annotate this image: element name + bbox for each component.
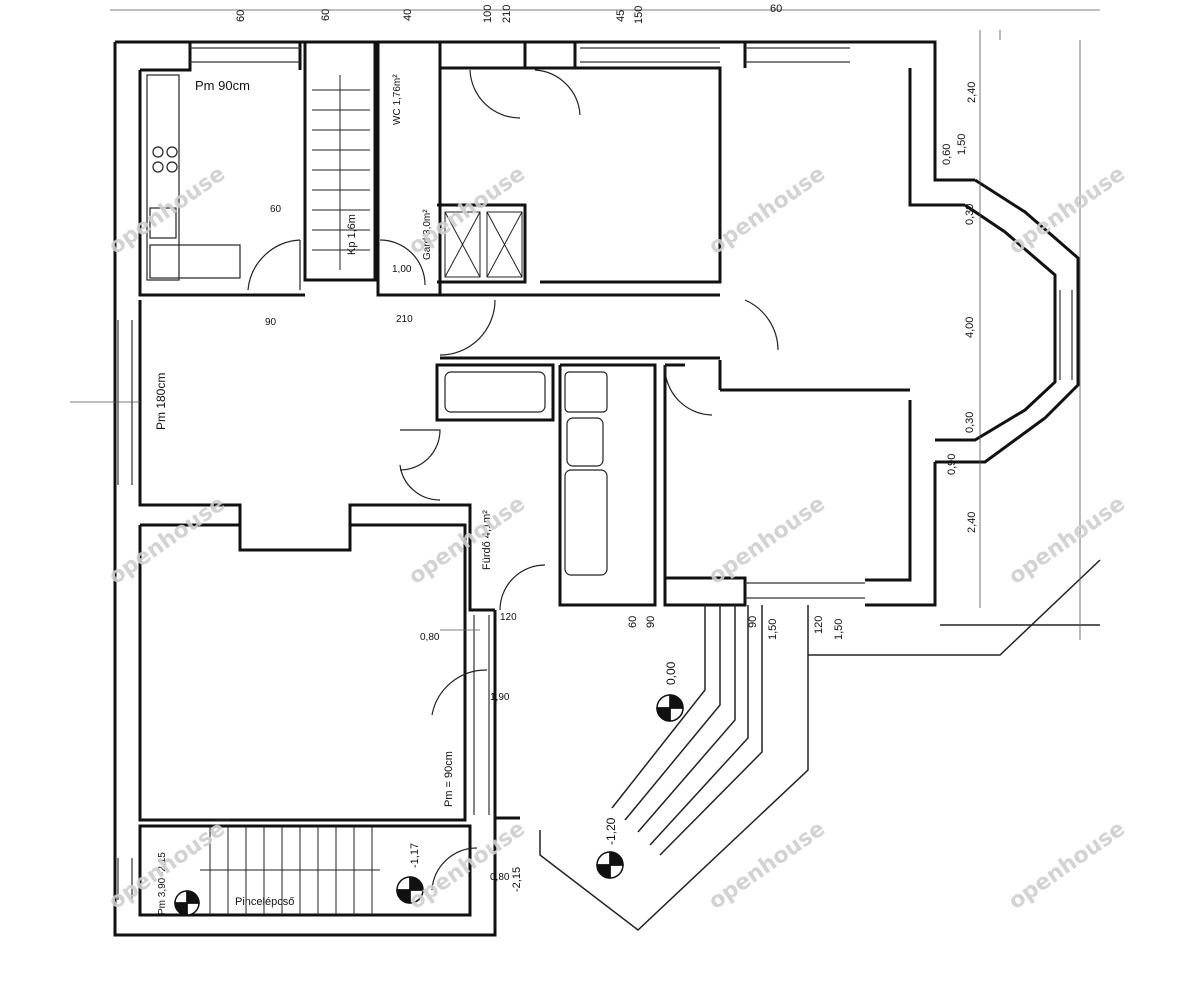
dim-top-3: 100 <box>482 5 494 23</box>
dim-right-2: 1,50 <box>956 134 968 155</box>
label-wc: WC 1,76m² <box>392 74 403 125</box>
level-markers <box>174 694 684 916</box>
label-entry: Pm = 90cm <box>443 751 455 807</box>
label-level-stair: -2,15 <box>511 867 523 892</box>
watermark-8: openhouse <box>1004 491 1130 589</box>
storage-boxes <box>444 211 523 278</box>
dim-top-6: 150 <box>633 6 645 24</box>
label-garderobe: Gard 3,0m² <box>422 209 433 260</box>
door-dimension-labels: 90 210 60 120 0,80 1,90 1,00 0,80 <box>265 204 517 883</box>
windows <box>117 47 1073 900</box>
stair-upper <box>312 75 370 270</box>
label-cellar-stair: Pm 3,90 -2,15 <box>157 852 168 915</box>
label-stair-up: Kp 1,6m <box>346 214 358 255</box>
right-dimension-labels: 2,40 0,60 1,50 0,30 4,00 0,90 0,30 2,40 <box>941 82 978 533</box>
dim-bottom-4: 120 <box>813 616 825 634</box>
dim-right-1: 0,60 <box>941 144 953 165</box>
top-dimension-labels: 60 60 40 100 210 45 150 60 <box>235 3 782 24</box>
dim-top-2: 40 <box>402 9 414 21</box>
dim-right-4: 4,00 <box>964 317 976 338</box>
dim-door-7: 0,80 <box>490 872 510 883</box>
watermark-12: openhouse <box>1004 816 1130 914</box>
dim-door-0: 90 <box>265 317 277 328</box>
dim-bottom-3: 1,50 <box>767 619 779 640</box>
label-level-terrace: 0,00 <box>664 661 678 685</box>
label-level-entrance: -1,20 <box>604 817 618 845</box>
label-hall: Pm 180cm <box>154 373 168 430</box>
dim-top-7: 60 <box>770 3 782 15</box>
stair-cellar <box>200 819 380 915</box>
label-kitchen: Pm 90cm <box>195 78 250 93</box>
label-level-cellar: -1,17 <box>409 843 421 868</box>
watermark-7: openhouse <box>704 491 830 589</box>
watermark-3: openhouse <box>704 161 830 259</box>
label-bath: Fürdő 4,1m² <box>481 510 493 570</box>
room-labels: Pm 90cm WC 1,76m² Kp 1,6m Gard 3,0m² Pm … <box>154 74 678 915</box>
dim-door-5: 1,90 <box>490 692 510 703</box>
walls <box>113 40 1080 937</box>
bath-fixtures <box>444 371 608 576</box>
kitchen-counter <box>146 74 241 281</box>
watermark-11: openhouse <box>704 816 830 914</box>
dim-right-7: 2,40 <box>966 512 978 533</box>
door-swings <box>247 69 779 891</box>
dim-right-6: 0,30 <box>964 412 976 433</box>
dim-door-2: 60 <box>270 204 282 215</box>
dim-door-4: 0,80 <box>420 632 440 643</box>
dim-door-1: 210 <box>396 314 413 325</box>
dim-bottom-1: 90 <box>645 616 657 628</box>
dim-top-4: 210 <box>501 5 513 23</box>
dim-top-5: 45 <box>615 10 627 22</box>
dim-right-0: 2,40 <box>966 82 978 103</box>
dim-bottom-2: 90 <box>747 616 759 628</box>
dim-door-3: 120 <box>500 612 517 623</box>
dim-top-0: 60 <box>235 10 247 22</box>
dim-top-1: 60 <box>320 9 332 21</box>
dim-door-6: 1,00 <box>392 264 412 275</box>
watermark-10: openhouse <box>404 816 530 914</box>
dim-bottom-0: 60 <box>627 616 639 628</box>
dim-bottom-5: 1,50 <box>833 619 845 640</box>
bottom-dimension-labels: 60 90 90 1,50 120 1,50 <box>627 616 845 640</box>
label-cellar-steps: Pincelépcső <box>235 896 294 908</box>
dimension-lines <box>70 9 1100 640</box>
dim-right-3: 0,30 <box>964 204 976 225</box>
entrance-stairs <box>539 559 1101 931</box>
dim-right-5: 0,90 <box>946 454 958 475</box>
